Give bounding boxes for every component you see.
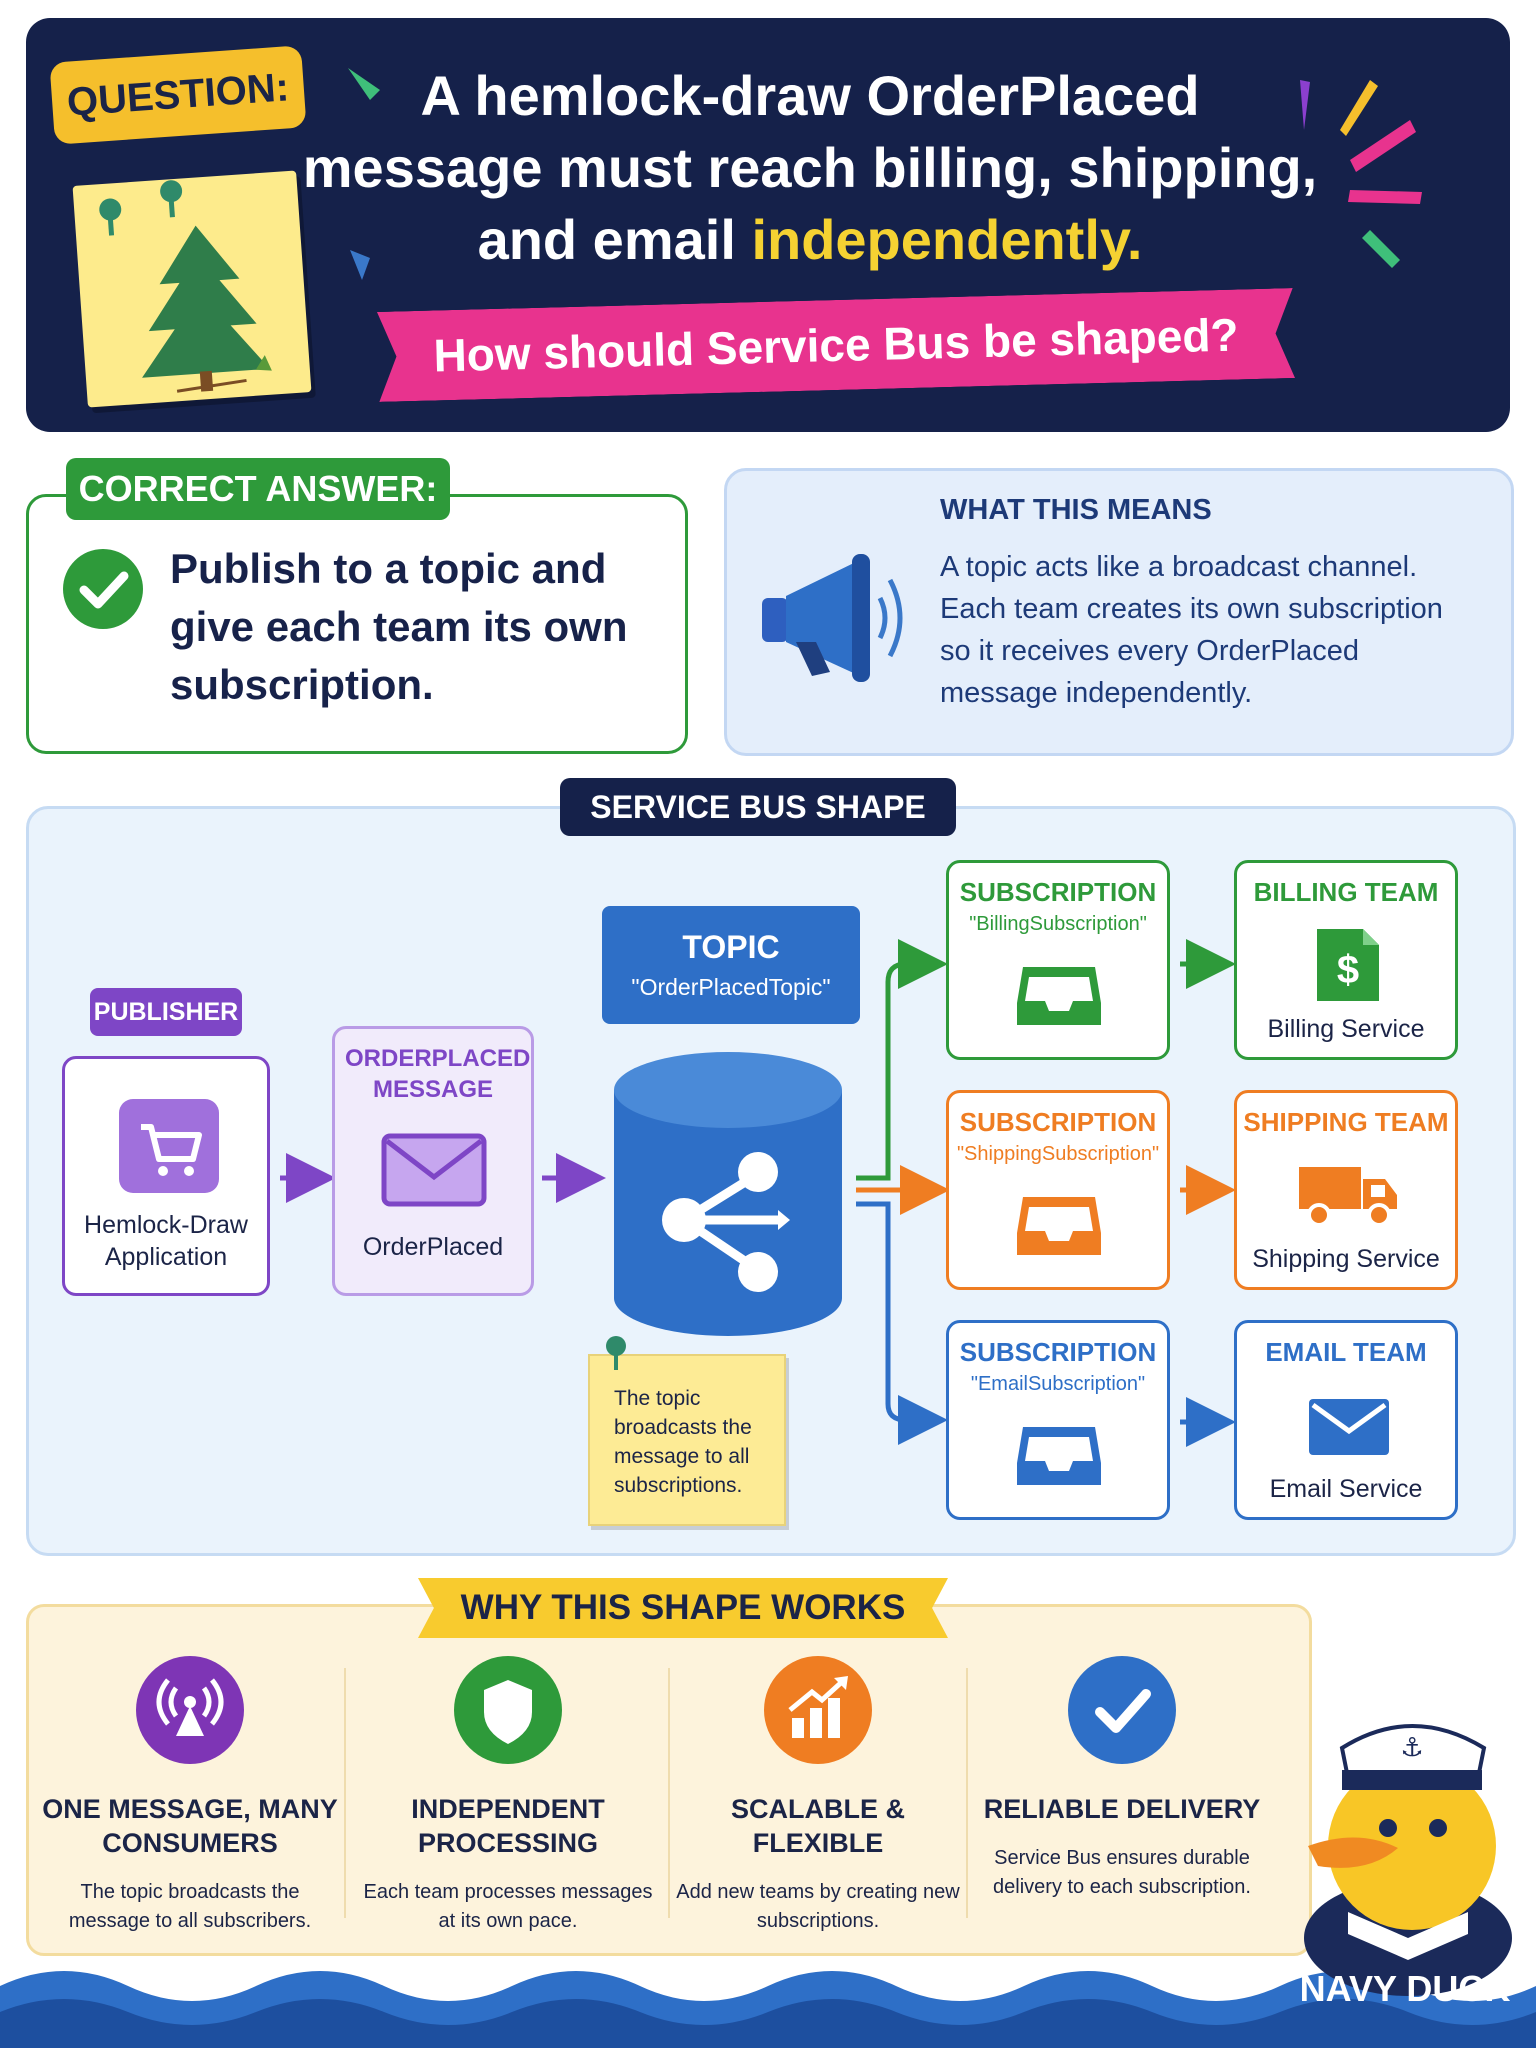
publisher-app-name: Hemlock-Draw Application (84, 1211, 248, 1271)
arrow-topic-to-billing-subscription (856, 939, 948, 1181)
topic-note: The topic broadcasts the message to all … (588, 1336, 786, 1526)
confetti-decoration (1300, 80, 1378, 136)
email-service-label: Email Service (1269, 1475, 1423, 1503)
message-card: ORDERPLACED MESSAGE OrderPlaced (332, 1026, 534, 1296)
topic-database-icon (614, 1052, 842, 1336)
topic-name: "OrderPlacedTopic" (631, 974, 831, 1000)
correct-answer-text: Publish to a topic and give each team it… (170, 545, 628, 708)
email-team-title: EMAIL TEAM (1265, 1337, 1427, 1367)
inbox-tray-icon (1017, 1197, 1101, 1255)
sticky-note-tree (72, 170, 312, 408)
email-subscription-title: SUBSCRIPTION (959, 1337, 1157, 1367)
what-this-means-text: A topic acts like a broadcast channel. E… (940, 551, 1443, 709)
shipping-team-card: SHIPPING TEAM Shipping Service (1234, 1090, 1458, 1290)
why-item-title: ONE MESSAGE, MANY CONSUMERS (42, 1794, 338, 1858)
why-item-description: Service Bus ensures durable delivery to … (993, 1847, 1251, 1898)
envelope-icon (1309, 1399, 1389, 1455)
why-item-scalable: SCALABLE & FLEXIBLE Add new teams by cre… (668, 1656, 968, 1936)
navy-duck-mascot: ⚓ (1304, 1724, 1512, 1996)
why-item-title: SCALABLE & FLEXIBLE (731, 1794, 905, 1858)
why-item-title: INDEPENDENT PROCESSING (411, 1794, 605, 1858)
why-item-reliable: RELIABLE DELIVERY Service Bus ensures du… (972, 1656, 1272, 1902)
inbox-tray-icon (1017, 1427, 1101, 1485)
question-line-1: A hemlock-draw OrderPlaced (420, 64, 1200, 127)
email-subscription-card: SUBSCRIPTION "EmailSubscription" (946, 1320, 1170, 1520)
confetti-decoration (350, 250, 370, 280)
truck-icon (1299, 1167, 1397, 1227)
billing-service-label: Billing Service (1267, 1015, 1425, 1043)
billing-subscription-title: SUBSCRIPTION (959, 877, 1157, 907)
topic-note-text: The topic broadcasts the message to all … (614, 1387, 752, 1497)
dollar-document-icon: $ (1317, 929, 1379, 1001)
shipping-service-label: Shipping Service (1252, 1245, 1440, 1273)
why-item-description: Add new teams by creating new subscripti… (676, 1881, 960, 1932)
confetti-decoration (348, 68, 380, 100)
envelope-icon (381, 1133, 487, 1207)
svg-text:$: $ (1337, 948, 1359, 992)
shipping-subscription-name: "ShippingSubscription" (956, 1143, 1160, 1165)
why-item-broadcast: ONE MESSAGE, MANY CONSUMERS The topic br… (40, 1656, 340, 1936)
why-item-description: The topic broadcasts the message to all … (68, 1881, 312, 1932)
broadcast-antenna-icon (136, 1656, 244, 1764)
pine-tree-icon (99, 180, 272, 393)
brand-label: NAVY DUCK (1299, 1968, 1511, 2009)
question-highlight: independently. (751, 208, 1143, 271)
diagram-title: SERVICE BUS SHAPE (560, 778, 956, 836)
publisher-card: Hemlock-Draw Application (62, 1056, 270, 1296)
svg-text:⚓: ⚓ (1400, 1733, 1423, 1763)
wave-footer (0, 1971, 1536, 2048)
inbox-tray-icon (1017, 967, 1101, 1025)
shipping-subscription-card: SUBSCRIPTION "ShippingSubscription" (946, 1090, 1170, 1290)
confetti-decoration (1348, 120, 1422, 268)
topic-label: TOPIC "OrderPlacedTopic" (602, 906, 860, 1024)
correct-answer-label: CORRECT ANSWER: (66, 458, 450, 520)
message-label: OrderPlaced (362, 1233, 504, 1261)
question-line-2: message must reach billing, shipping, (302, 136, 1318, 199)
topic-title: TOPIC (682, 929, 780, 965)
checkmark-icon (1068, 1656, 1176, 1764)
megaphone-icon (762, 554, 903, 682)
shipping-subscription-title: SUBSCRIPTION (959, 1107, 1157, 1137)
billing-subscription-name: "BillingSubscription" (969, 913, 1147, 935)
billing-subscription-card: SUBSCRIPTION "BillingSubscription" (946, 860, 1170, 1060)
email-subscription-name: "EmailSubscription" (970, 1373, 1146, 1395)
divider (344, 1668, 346, 1918)
question-line-3-prefix: and email (477, 208, 752, 271)
checkmark-icon (63, 549, 143, 629)
divider (966, 1668, 968, 1918)
pushpin-icon (606, 1336, 626, 1370)
shopping-cart-icon (119, 1099, 219, 1193)
message-title: ORDERPLACED MESSAGE (345, 1045, 531, 1103)
question-line-3: and email independently. (300, 204, 1320, 276)
why-item-description: Each team processes messages at its own … (363, 1881, 653, 1932)
why-title: WHY THIS SHAPE WORKS (418, 1578, 948, 1638)
billing-team-card: BILLING TEAM $ Billing Service (1234, 860, 1458, 1060)
email-team-card: EMAIL TEAM Email Service (1234, 1320, 1458, 1520)
shield-icon (454, 1656, 562, 1764)
why-item-title: RELIABLE DELIVERY (983, 1794, 1261, 1824)
growth-chart-icon (764, 1656, 872, 1764)
correct-answer-box (26, 494, 688, 754)
shipping-team-title: SHIPPING TEAM (1243, 1107, 1449, 1137)
publisher-label: PUBLISHER (90, 988, 242, 1036)
billing-team-title: BILLING TEAM (1253, 877, 1439, 907)
divider (668, 1668, 670, 1918)
what-this-means-title: WHAT THIS MEANS (940, 494, 1212, 526)
why-item-independent: INDEPENDENT PROCESSING Each team process… (358, 1656, 658, 1936)
arrow-topic-to-email-subscription (856, 1201, 948, 1445)
